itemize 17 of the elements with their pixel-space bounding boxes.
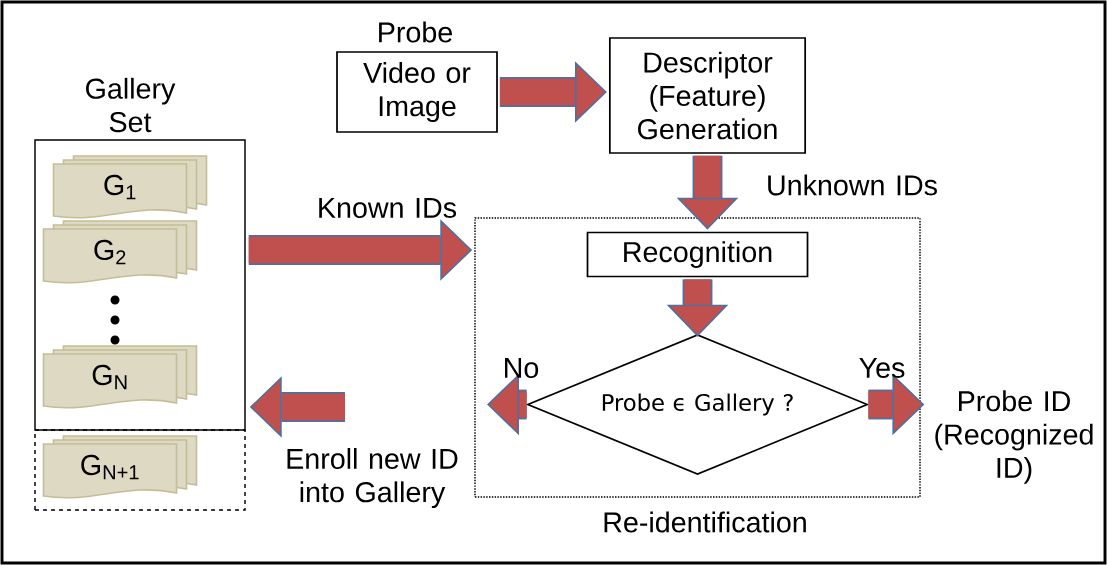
process-box: Video or Image bbox=[336, 51, 498, 133]
document-stack: G$_{N+1}$ bbox=[42, 435, 198, 499]
group-heading: Gallery Set bbox=[86, 77, 176, 133]
document-stack: G$_{N}$ bbox=[42, 345, 198, 409]
process-box: Recognition bbox=[586, 231, 809, 278]
edge-label: Unknown IDs bbox=[768, 174, 937, 196]
edge-label: Known IDs bbox=[319, 198, 457, 218]
document-stack: G$_{2}$ bbox=[42, 220, 198, 284]
group-heading: Re-identification bbox=[604, 511, 806, 533]
result-text: Probe ID (Recognized ID) bbox=[935, 390, 1093, 484]
edge-label: Yes bbox=[859, 358, 905, 378]
document-stack: G$_{1}$ bbox=[52, 155, 208, 219]
edge-label: Enroll new ID into Gallery bbox=[287, 448, 458, 509]
box-heading: Probe bbox=[379, 21, 452, 43]
edge-label: No bbox=[505, 358, 539, 378]
process-box: Descriptor (Feature) Generation bbox=[608, 37, 807, 154]
group-box bbox=[34, 429, 246, 511]
